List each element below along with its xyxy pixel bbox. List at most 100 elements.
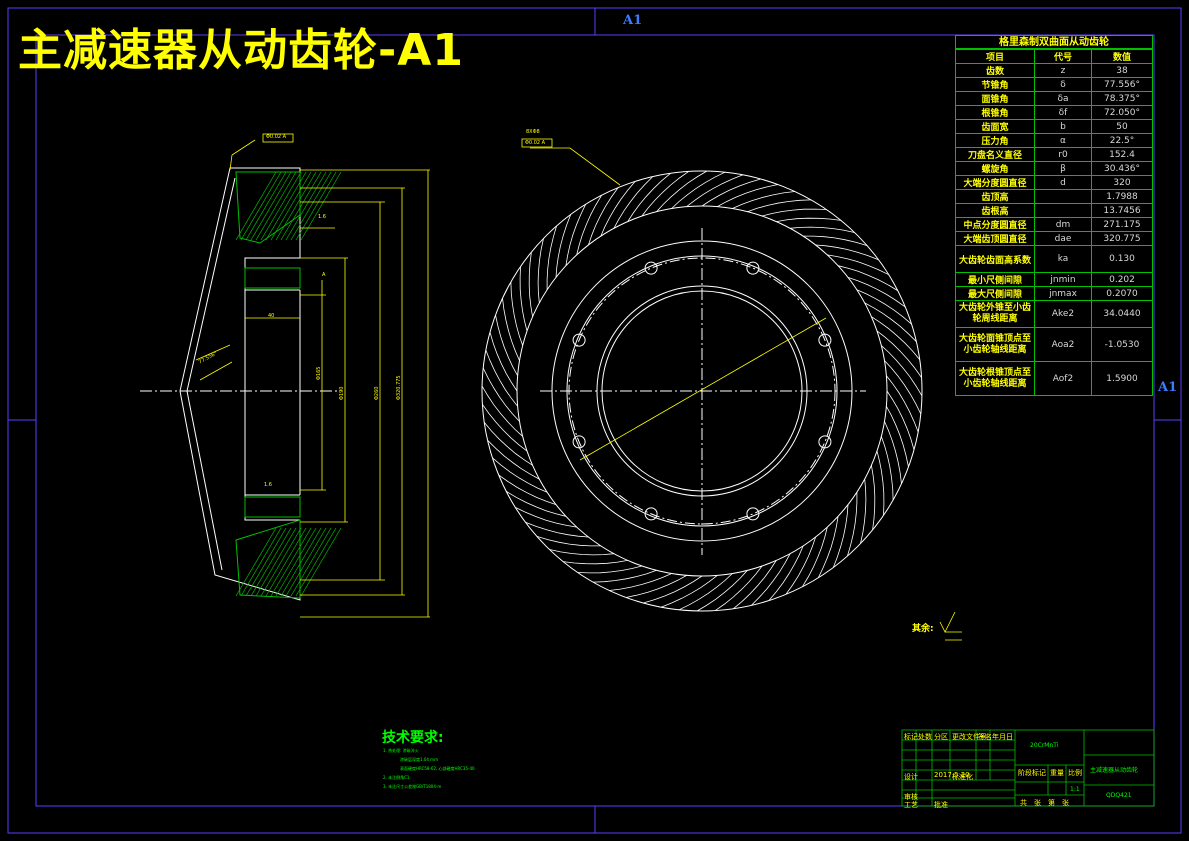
tb-label: 审核 [904,793,918,801]
param-symbol: Aof2 [1034,361,1092,396]
header-value: 数值 [1091,49,1153,64]
tb-label: 张 [1062,799,1069,807]
hatch-line [260,527,302,597]
param-value: 34.0440 [1091,300,1153,328]
tb-label: 共 [1020,799,1027,807]
gear-tooth [546,225,557,290]
param-value: 13.7456 [1091,203,1153,218]
hatch-line [275,171,317,241]
gear-tooth [537,238,544,303]
gear-tooth [886,406,909,468]
gear-tooth [588,187,619,246]
param-value: 152.4 [1091,147,1153,162]
tb-scale: 1:1 [1070,786,1080,793]
hatch-line [290,171,332,241]
tb-material: 20CrMnTi [1030,742,1059,749]
sheet-mark-top: A1 [623,13,643,28]
gear-tooth [785,536,816,595]
param-value: 320 [1091,175,1153,190]
gear-tooth [627,172,671,222]
hatch-line [270,171,312,241]
gear-tooth [565,204,587,266]
hatch-line [255,171,297,241]
param-item: 大端分度圆直径 [955,175,1035,190]
hatch-line [250,527,292,597]
gear-tooth [747,199,811,213]
gear-tooth [555,214,572,278]
gear-tooth [641,171,689,217]
gear-tooth [482,367,520,422]
gear-tooth [838,265,898,291]
hatch-line [290,527,332,597]
roughness-bolt: 1.6 [264,482,272,488]
hatch-line [270,527,312,597]
title-block-grid [901,729,1155,807]
gear-tooth [495,314,518,376]
gear-tooth [549,549,614,556]
gear-tooth [701,178,761,207]
param-symbol: α [1034,133,1092,148]
param-symbol: r0 [1034,147,1092,162]
hatch-line [300,171,342,241]
param-value: 38 [1091,63,1153,78]
bolt-hole [818,435,832,449]
param-symbol: δf [1034,105,1092,120]
param-value: 30.436° [1091,161,1153,176]
bolt-hole [572,333,586,347]
param-symbol: dm [1034,217,1092,232]
tb-label: 更改文件号 [952,733,987,741]
tb-label: 年月日 [992,733,1013,741]
gear-tooth [886,390,915,450]
param-symbol [1034,189,1092,204]
tech-line: 2. 未注倒角C1 [383,775,410,780]
gear-tooth [733,560,777,610]
hatch-bolt-upper [244,267,301,289]
tolerance-frame-right: Φ0.02 A [525,140,546,146]
gear-tooth [609,573,672,591]
hatch-line [265,171,307,241]
bolt-holes [572,261,832,521]
dimension-lines [195,133,430,618]
param-item: 螺旋角 [955,161,1035,176]
param-symbol: δa [1034,91,1092,106]
hatch-bolt-lower [244,496,301,518]
gear-tooth [506,491,566,517]
tb-label: 工艺 [904,801,918,809]
param-table-title: 格里森制双曲面从动齿轮 [955,35,1153,49]
gear-tooth [717,184,779,207]
gear-tooth [881,345,923,397]
hole-callout: 8XΦ8 [526,129,540,135]
gear-tooth [817,516,839,578]
gear-tooth [696,570,748,612]
gear-tooth [483,422,533,466]
gear-tooth [510,282,524,346]
gear-tooth [876,451,885,516]
gear-tooth [847,277,906,308]
dim-40: 40 [268,313,275,319]
tb-drawing-no: QDQ421 [1106,792,1132,799]
bolt-hole [644,507,658,521]
gear-tooth [884,360,922,415]
param-item: 中点分度圆直径 [955,217,1035,232]
param-item: 大端齿顶圆直径 [955,231,1035,246]
param-item: 最大尺侧间隙 [955,286,1035,301]
param-value: 1.5900 [1091,361,1153,396]
gear-tooth [678,573,733,611]
tb-label: 处数 [918,733,932,741]
param-symbol: z [1034,63,1092,78]
param-item: 最小尺侧间隙 [955,272,1035,287]
hatch-lower [235,519,301,599]
tech-line: 1. 热处理: 渗碳淬火 [383,748,419,753]
param-item: 刀盘名义直径 [955,147,1035,162]
hatch-line [245,527,287,597]
gear-tooth [790,226,855,233]
